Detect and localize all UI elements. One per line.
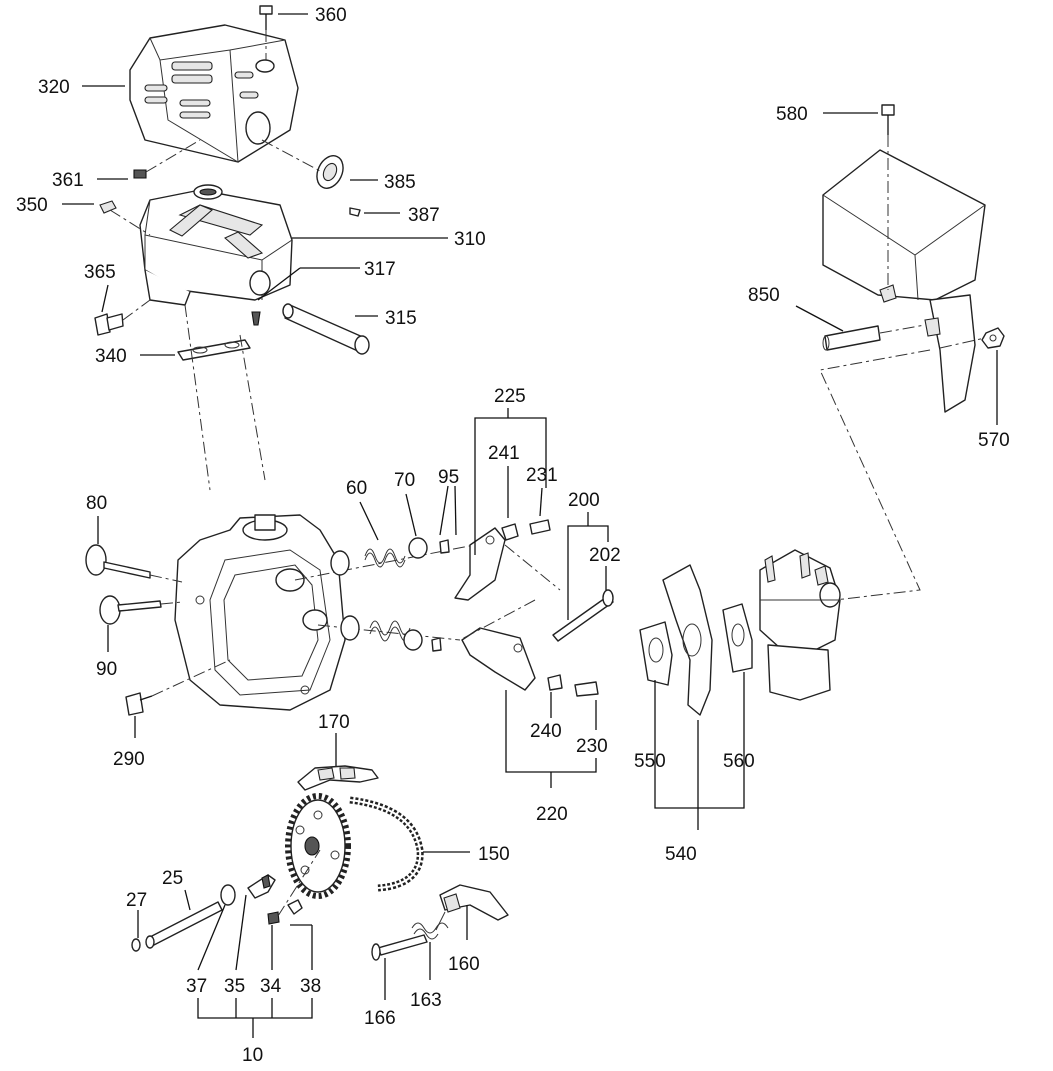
muffler-shield-drawing	[129, 24, 299, 163]
bolt-361-drawing	[133, 139, 201, 179]
tube-315-drawing	[282, 303, 370, 355]
carburetor-spacer-drawing	[662, 564, 713, 716]
callout-200: 200	[568, 490, 600, 511]
callout-202: 202	[589, 545, 621, 566]
camshaft-drawing	[145, 884, 236, 949]
tensioner-160-drawing	[439, 884, 509, 921]
callout-35: 35	[224, 976, 245, 997]
carburetor-gasket-550-drawing	[639, 621, 673, 686]
callout-220: 220	[536, 804, 568, 825]
cylinder-head-drawing	[174, 514, 501, 711]
callout-38: 38	[300, 976, 321, 997]
carburetor-drawing	[759, 549, 841, 701]
chain-guide-170-drawing	[297, 765, 379, 791]
rocker-shaft-drawing	[552, 589, 614, 642]
callout-34: 34	[260, 976, 282, 997]
cam-sprocket-drawing	[285, 793, 351, 899]
callout-160: 160	[448, 954, 480, 975]
gasket-385-drawing	[261, 139, 361, 217]
callout-350: 350	[16, 195, 48, 216]
callout-225: 225	[494, 386, 526, 407]
callout-25: 25	[162, 868, 183, 889]
callout-37: 37	[186, 976, 207, 997]
callout-387: 387	[408, 205, 440, 226]
rocker-arm-upper-drawing	[454, 519, 561, 601]
gasket-340-drawing	[177, 339, 251, 361]
callout-230: 230	[576, 736, 608, 757]
callout-240: 240	[530, 721, 562, 742]
callout-80: 80	[86, 493, 107, 514]
callout-315: 315	[385, 308, 417, 329]
bolt-290-drawing	[125, 659, 231, 716]
callout-317: 317	[364, 259, 396, 280]
callout-95: 95	[438, 467, 459, 488]
callout-580: 580	[776, 104, 808, 125]
cam-bolt-drawing	[267, 849, 321, 925]
callout-361: 361	[52, 170, 84, 191]
valve-80-drawing	[85, 544, 183, 583]
callout-340: 340	[95, 346, 127, 367]
callout-170: 170	[318, 712, 350, 733]
air-cleaner-drawing	[822, 104, 986, 413]
valve-90-drawing	[99, 595, 183, 625]
rocker-arm-lower-drawing	[459, 599, 599, 697]
callout-90: 90	[96, 659, 117, 680]
callout-385: 385	[384, 172, 416, 193]
cam-lobe-drawing	[247, 874, 276, 899]
callout-150: 150	[478, 844, 510, 865]
callout-560: 560	[723, 751, 755, 772]
callout-60: 60	[346, 478, 367, 499]
callout-27: 27	[126, 890, 147, 911]
pin-166-drawing	[371, 934, 428, 961]
callout-850: 850	[748, 285, 780, 306]
bolt-360-drawing	[259, 5, 273, 60]
bolt-365-drawing	[94, 299, 151, 336]
pin-850-drawing	[822, 324, 926, 351]
callout-320: 320	[38, 77, 70, 98]
callout-570: 570	[978, 430, 1010, 451]
callout-10: 10	[242, 1045, 263, 1066]
callout-231: 231	[526, 465, 558, 486]
timing-chain-drawing	[349, 796, 424, 892]
callout-290: 290	[113, 749, 145, 770]
callout-163: 163	[410, 990, 442, 1011]
carburetor-gasket-560-drawing	[722, 603, 753, 673]
callout-70: 70	[394, 470, 415, 491]
muffler-drawing	[139, 184, 293, 306]
spring-163-drawing	[411, 911, 449, 940]
callout-166: 166	[364, 1008, 396, 1029]
nut-350-drawing	[99, 200, 151, 236]
callout-241: 241	[488, 443, 520, 464]
callout-310: 310	[454, 229, 486, 250]
screw-317-drawing	[251, 311, 261, 326]
callout-540: 540	[665, 844, 697, 865]
springs-drawing	[330, 537, 450, 652]
nut-570-drawing	[939, 327, 1005, 349]
callout-550: 550	[634, 751, 666, 772]
callout-365: 365	[84, 262, 116, 283]
washer-27-drawing	[131, 938, 141, 952]
callout-360: 360	[315, 5, 347, 26]
